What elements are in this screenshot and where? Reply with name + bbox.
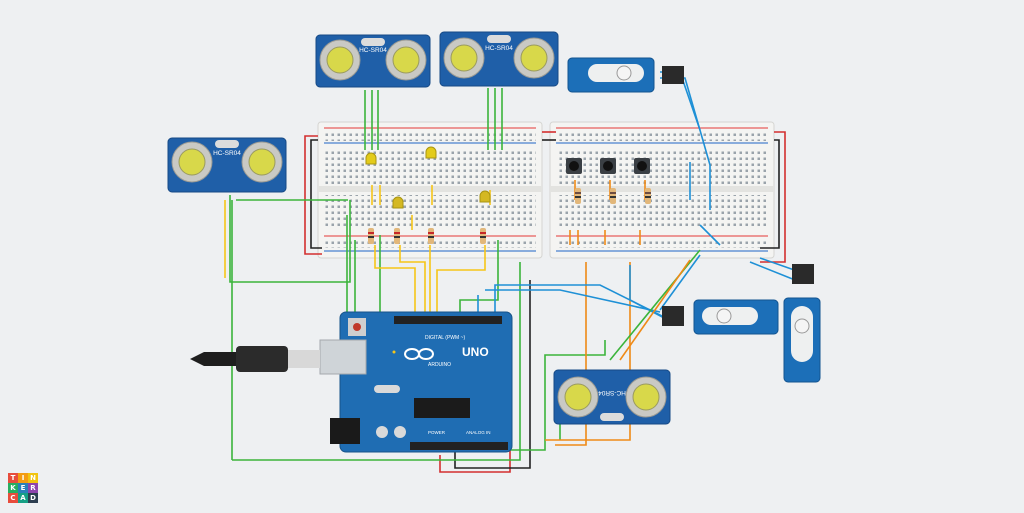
resistor-1 [368, 228, 374, 244]
pushbuttons[interactable] [566, 158, 650, 174]
arduino-brand-text: ARDUINO [428, 362, 451, 368]
pushbutton-1 [566, 158, 582, 174]
sensor-3-label: HC-SR04 [213, 150, 241, 157]
servo-2[interactable] [662, 299, 779, 335]
breadboard-right[interactable] [549, 121, 775, 259]
power-label: POWER [428, 430, 446, 435]
sensor-2-label: HC-SR04 [485, 45, 513, 52]
servo-1[interactable] [567, 57, 684, 93]
arduino-model-text: UNO [462, 345, 489, 359]
resistor-7 [645, 188, 651, 204]
infinity-logo-icon [404, 348, 434, 360]
resistor-4 [480, 228, 486, 244]
led-3 [392, 196, 404, 209]
logo-letter: N [28, 473, 38, 483]
digital-header-label: DIGITAL (PWM ~) [425, 335, 465, 341]
resistor-3 [428, 228, 434, 244]
logo-letter: I [18, 473, 28, 483]
logo-letter: T [8, 473, 18, 483]
logo-letter: D [28, 493, 38, 503]
resistor-5 [575, 188, 581, 204]
leds[interactable] [365, 146, 491, 209]
sensor-1-label: HC-SR04 [359, 47, 387, 54]
ultrasonic-sensor-1[interactable]: HC-SR04 [315, 34, 431, 88]
usb-cable[interactable] [190, 339, 367, 375]
pushbutton-2 [600, 158, 616, 174]
sensor-4-label: HC-SR04 [598, 389, 626, 396]
resistor-2 [394, 228, 400, 244]
servo-3[interactable] [783, 264, 821, 383]
resistors[interactable] [368, 188, 651, 244]
resistor-6 [610, 188, 616, 204]
arduino-uno[interactable]: UNO ARDUINO DIGITAL (PWM ~) POWER ANALOG… [330, 311, 513, 453]
led-2 [425, 146, 437, 159]
logo-letter: K [8, 483, 18, 493]
ultrasonic-sensor-4[interactable]: HC-SR04 [553, 369, 671, 425]
logo-letter: E [18, 483, 28, 493]
logo-letter: R [28, 483, 38, 493]
dc-jack[interactable] [330, 418, 360, 444]
ultrasonic-sensor-2[interactable]: HC-SR04 [439, 31, 559, 87]
logo-letter: C [8, 493, 18, 503]
led-4 [479, 190, 491, 203]
logo-letter: A [18, 493, 28, 503]
ultrasonic-sensor-3[interactable]: HC-SR04 [167, 137, 287, 193]
analog-label: ANALOG IN [466, 430, 491, 435]
led-1 [365, 152, 377, 165]
pushbutton-3 [634, 158, 650, 174]
